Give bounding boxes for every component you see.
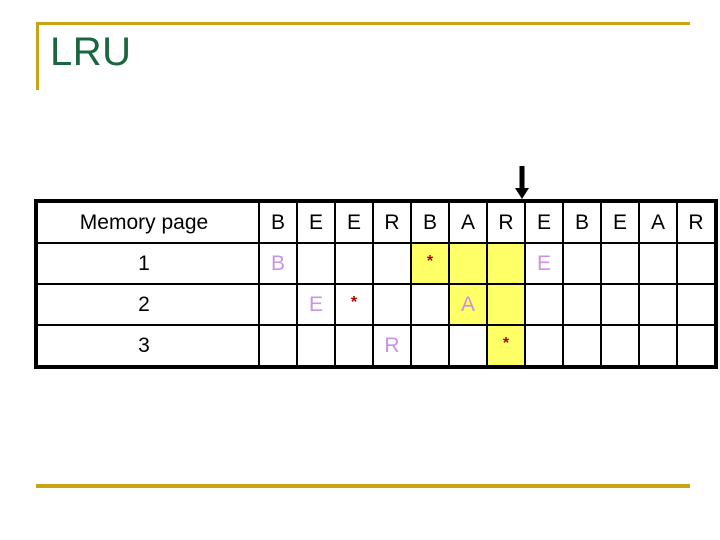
trace-cell-r1-c6	[486, 242, 526, 285]
reference-string-cell-10: A	[638, 199, 678, 244]
trace-cell-r1-c10	[638, 242, 678, 285]
trace-cell-r3-c0	[258, 324, 298, 369]
trace-cell-r2-c3	[372, 283, 412, 326]
trace-cell-r2-c5: A	[448, 283, 488, 326]
trace-cell-r3-c10	[638, 324, 678, 369]
trace-cell-r2-c9	[600, 283, 640, 326]
page-letter: A	[460, 292, 475, 316]
trace-cell-r3-c3: R	[372, 324, 412, 369]
trace-cell-r3-c11	[676, 324, 718, 369]
trace-cell-r3-c8	[562, 324, 602, 369]
page-letter: E	[536, 251, 551, 275]
page-letter: E	[308, 292, 323, 316]
reference-string-cell-3: R	[372, 199, 412, 244]
reference-string-cell-9: E	[600, 199, 640, 244]
trace-cell-r1-c8	[562, 242, 602, 285]
trace-cell-r3-c7	[524, 324, 564, 369]
trace-cell-r3-c6: *	[486, 324, 526, 369]
table-row: 3 R *	[34, 324, 718, 369]
reference-string-cell-7: E	[524, 199, 564, 244]
trace-cell-r2-c8	[562, 283, 602, 326]
trace-cell-r1-c2	[334, 242, 374, 285]
reference-string-cell-6: R	[486, 199, 526, 244]
trace-cell-r3-c2	[334, 324, 374, 369]
trace-cell-r1-c11	[676, 242, 718, 285]
frame-label-2: 2	[34, 283, 260, 326]
trace-cell-r1-c1	[296, 242, 336, 285]
trace-cell-r1-c9	[600, 242, 640, 285]
footer-rule	[36, 484, 690, 488]
trace-cell-r2-c10	[638, 283, 678, 326]
trace-cell-r2-c0	[258, 283, 298, 326]
frame-label-1: 1	[34, 242, 260, 285]
trace-cell-r2-c1: E	[296, 283, 336, 326]
reference-string-cell-8: B	[562, 199, 602, 244]
reference-string-cell-5: A	[448, 199, 488, 244]
reference-string-cell-2: E	[334, 199, 374, 244]
title-rule-top	[36, 22, 690, 25]
trace-cell-r1-c3	[372, 242, 412, 285]
trace-cell-r3-c5	[448, 324, 488, 369]
reference-string-cell-1: E	[296, 199, 336, 244]
down-arrow-icon	[513, 166, 531, 200]
trace-cell-r2-c2: *	[334, 283, 374, 326]
reference-string-cell-0: B	[258, 199, 298, 244]
title-rule-left	[36, 22, 39, 90]
memory-page-header: Memory page	[34, 199, 260, 244]
page-letter: B	[270, 251, 285, 275]
reference-string-cell-4: B	[410, 199, 450, 244]
eviction-star: *	[350, 293, 358, 311]
eviction-star: *	[426, 252, 434, 270]
reference-string-cell-11: R	[676, 199, 718, 244]
page-letter: R	[384, 333, 400, 357]
trace-cell-r3-c1	[296, 324, 336, 369]
frame-label-3: 3	[34, 324, 260, 369]
trace-cell-r3-c9	[600, 324, 640, 369]
table-row: 2 E * A	[34, 283, 718, 326]
eviction-star: *	[502, 334, 510, 352]
trace-cell-r1-c7: E	[524, 242, 564, 285]
page-title: LRU	[50, 30, 132, 74]
trace-cell-r2-c6	[486, 283, 526, 326]
trace-cell-r1-c4: *	[410, 242, 450, 285]
trace-cell-r1-c0: B	[258, 242, 298, 285]
trace-cell-r1-c5	[448, 242, 488, 285]
trace-cell-r2-c4	[410, 283, 450, 326]
trace-cell-r2-c7	[524, 283, 564, 326]
trace-cell-r3-c4	[410, 324, 450, 369]
trace-cell-r2-c11	[676, 283, 718, 326]
